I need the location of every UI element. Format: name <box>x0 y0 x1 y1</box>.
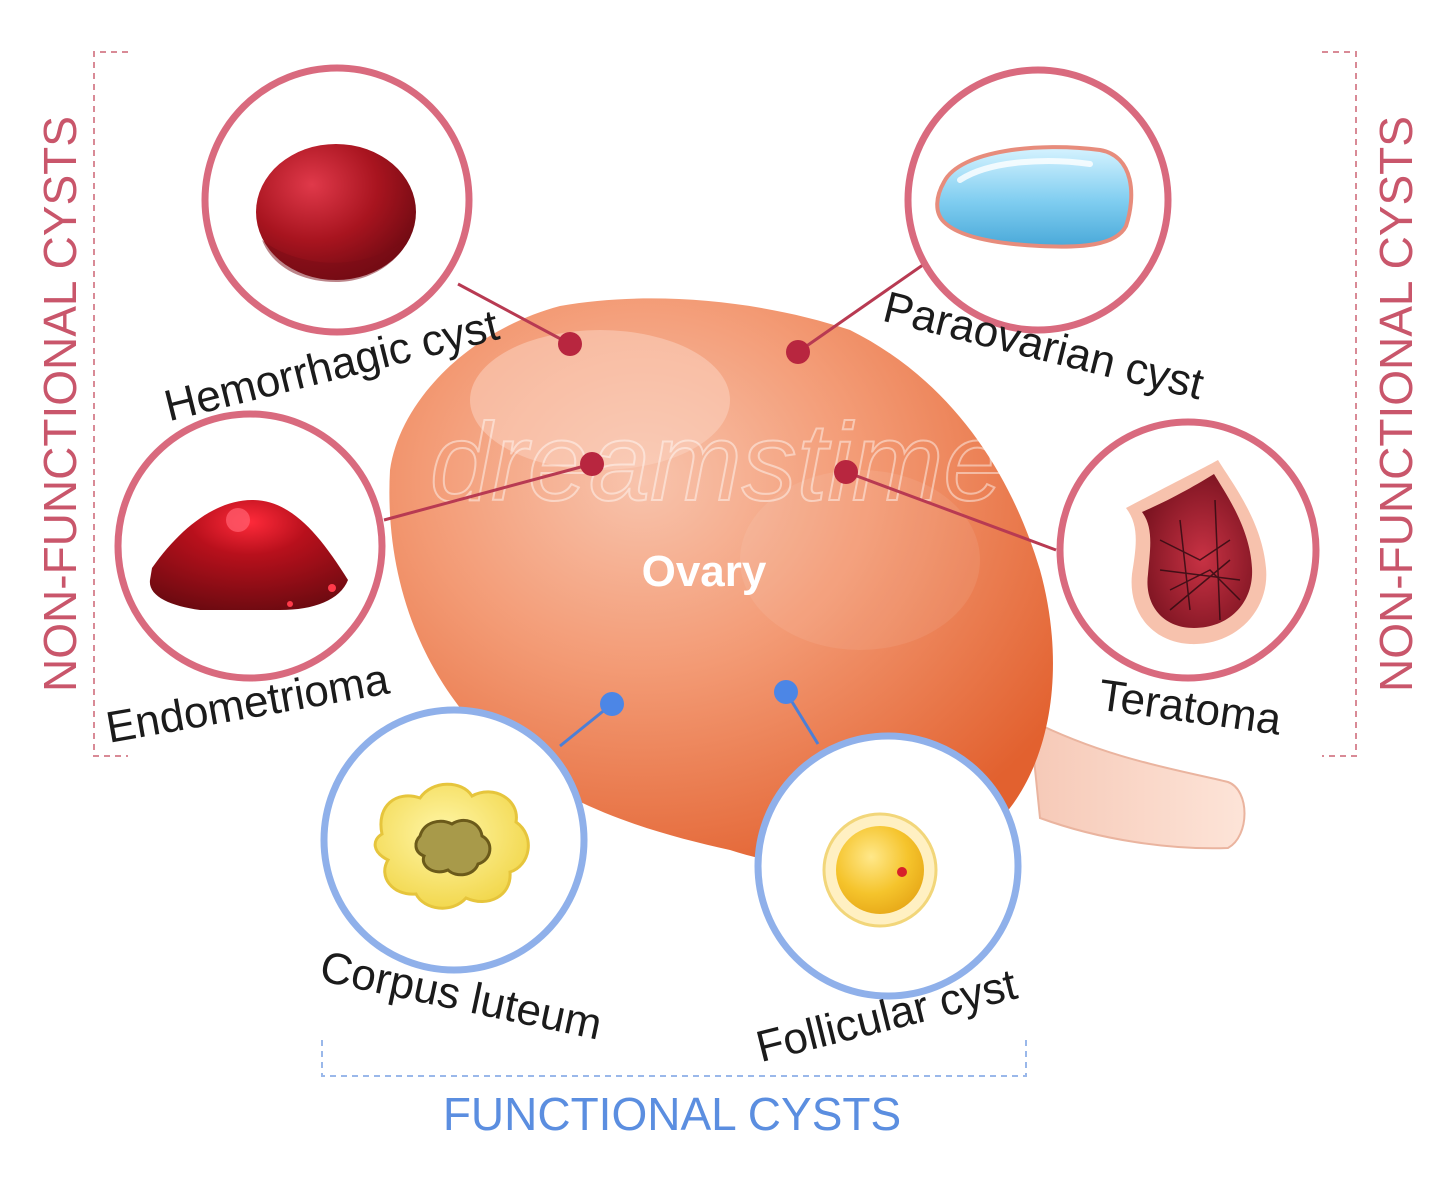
endometrioma-circle <box>114 410 386 682</box>
follicular-cyst-illustration <box>836 826 924 914</box>
corpus-luteum-dot <box>600 692 624 716</box>
oocyte-icon <box>897 867 907 877</box>
ovarian-ligament <box>1028 718 1246 850</box>
right-group-label: NON-FUNCTIONAL CYSTS <box>1370 116 1422 692</box>
teratoma-circle <box>1056 418 1320 682</box>
bottom-group-label: FUNCTIONAL CYSTS <box>443 1088 901 1140</box>
connectors <box>383 258 1057 748</box>
endometrioma-connector <box>383 462 593 522</box>
left-group-label: NON-FUNCTIONAL CYSTS <box>34 116 86 692</box>
watermark: dreamstime <box>430 401 1005 524</box>
ovary-label: Ovary <box>642 547 767 596</box>
corpus-luteum-circle <box>320 706 588 974</box>
hemorrhagic-cyst-illustration <box>256 144 416 280</box>
teratoma-illustration <box>1142 474 1253 628</box>
right-group-bracket <box>1322 51 1357 757</box>
teratoma-label: Teratoma <box>1096 671 1285 745</box>
hemorrhagic-dot <box>558 332 582 356</box>
follicular-cyst-circle <box>754 732 1022 1000</box>
paraovarian-cyst-circle <box>904 66 1172 334</box>
paraovarian-connector <box>797 258 931 354</box>
hemorrhagic-connector <box>457 282 571 346</box>
teratoma-connector <box>845 470 1057 552</box>
hemorrhagic-cyst-circle <box>201 64 473 336</box>
follicular-dot <box>774 680 798 704</box>
endometrioma-dot <box>580 452 604 476</box>
endometrioma-illustration <box>149 500 348 610</box>
bottom-group-bracket <box>321 1040 1027 1077</box>
paraovarian-cyst-illustration <box>935 145 1134 249</box>
left-group-bracket <box>93 51 128 757</box>
ovary <box>389 298 1053 867</box>
paraovarian-dot <box>786 340 810 364</box>
teratoma-dot <box>834 460 858 484</box>
